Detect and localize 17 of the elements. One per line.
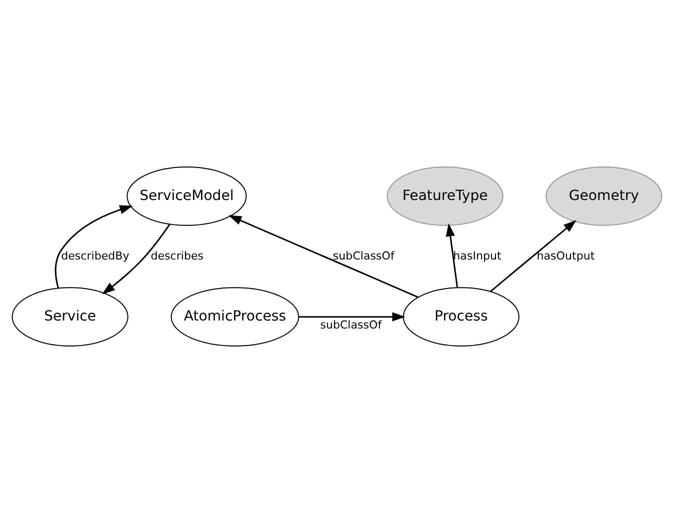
edge-label: hasInput: [453, 249, 502, 262]
edge-label: subClassOf: [320, 318, 382, 332]
node-ellipse: Process: [402, 287, 520, 346]
edge-label: describedBy: [61, 249, 130, 262]
arrow: [298, 312, 406, 322]
arrow: [446, 223, 458, 288]
arrow: [54, 205, 133, 288]
arrow: [490, 220, 576, 292]
node-ellipse: AtomicProcess: [170, 287, 300, 346]
edge-label: subClassOf: [332, 249, 394, 262]
arrow: [102, 224, 170, 294]
arrow: [228, 215, 418, 298]
node-ellipse: Geometry: [546, 166, 662, 226]
edge-label: describes: [150, 249, 204, 262]
node-ellipse: FeatureType: [386, 166, 504, 226]
edge-label: hasOutput: [536, 249, 595, 262]
node-ellipse: Service: [12, 287, 128, 346]
